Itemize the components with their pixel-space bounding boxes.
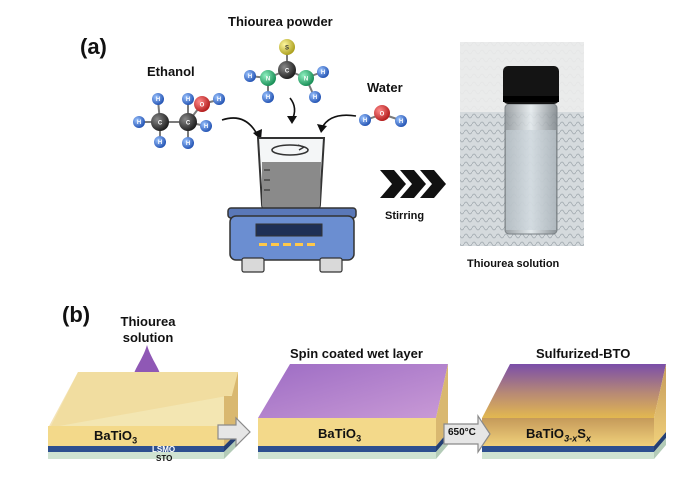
atom-letter-h: H	[158, 140, 162, 146]
hydrogen-atom	[317, 66, 329, 78]
substrate-wet	[258, 364, 448, 459]
beaker-illustration	[256, 137, 326, 211]
hydrogen-atom	[200, 120, 212, 132]
hydrogen-atom	[154, 136, 166, 148]
curved-arrow	[221, 117, 262, 140]
carbon-atom	[278, 61, 296, 79]
bto-main: BaTiO	[318, 426, 357, 441]
process-arrow-heat	[443, 414, 491, 454]
atom-letter-h: H	[363, 118, 367, 124]
thiourea-powder-label: Thiourea powder	[228, 14, 333, 29]
thiourea-solution-label: Thiourea solution	[467, 258, 560, 270]
temperature-label: 650°C	[448, 427, 476, 438]
atom-letter-o: O	[200, 103, 205, 109]
oxygen-atom	[374, 105, 390, 121]
atom-letter-c: C	[158, 121, 163, 127]
atom-letter-h: H	[248, 74, 252, 80]
atom-letter-h: H	[313, 95, 317, 101]
atom-letter-h: H	[321, 70, 325, 76]
panel-b-label: (b)	[62, 302, 91, 327]
sulfur-symbol: S	[577, 426, 586, 441]
hydrogen-atom	[152, 93, 164, 105]
curved-arrow	[317, 114, 357, 133]
water-molecule	[359, 105, 407, 127]
atom-letter-h: H	[266, 95, 270, 101]
hydrogen-atom	[395, 115, 407, 127]
drop-label-line1: Thiourea	[120, 314, 176, 329]
ethanol-molecule	[133, 93, 225, 149]
hydrogen-atom	[244, 70, 256, 82]
atom-letter-n: N	[304, 77, 308, 83]
panel-a-label: (a)	[80, 34, 107, 59]
ethanol-label: Ethanol	[147, 64, 195, 79]
bto-sub: 3	[356, 433, 362, 444]
hydrogen-atom	[359, 114, 371, 126]
bto-main: BaTiO	[526, 426, 565, 441]
vial-photo	[460, 42, 584, 246]
atom-letter-n: N	[266, 77, 270, 83]
water-label: Water	[367, 80, 403, 95]
atom-letter-o: O	[380, 112, 385, 118]
sulfurized-label: Sulfurized-BTO	[536, 346, 631, 361]
carbon-atom	[151, 113, 169, 131]
lsmo-label: LSMO	[152, 445, 176, 454]
carbon-atom	[179, 113, 197, 131]
atom-letter-h: H	[399, 119, 403, 125]
bto-sub: 3-x	[564, 433, 578, 444]
atom-letter-h: H	[204, 124, 208, 130]
hydrogen-atom	[309, 91, 321, 103]
bto-main: BaTiO	[94, 428, 133, 443]
spin-coated-label: Spin coated wet layer	[290, 346, 423, 361]
hotplate-stirrer	[227, 207, 357, 273]
atom-letter-h: H	[186, 97, 190, 103]
atom-letter-s: S	[285, 46, 289, 52]
hydrogen-atom	[182, 93, 194, 105]
chevron-arrows-icon	[380, 170, 446, 198]
nitrogen-atom	[298, 70, 314, 86]
atom-letters: C C O C S N N O H H H H H H H H H H H H …	[137, 46, 403, 148]
bto-label-sulfurized: BaTiO3-xSx	[526, 426, 591, 444]
bto-label: BaTiO3	[94, 428, 137, 446]
hydrogen-atom	[213, 93, 225, 105]
process-arrow	[217, 416, 251, 448]
sulfur-sub: x	[585, 433, 591, 444]
atom-letter-h: H	[217, 97, 221, 103]
hydrogen-atom	[262, 91, 274, 103]
sto-label: STO	[156, 454, 173, 463]
substrate-sulfurized	[482, 364, 666, 459]
hydrogen-atom	[133, 116, 145, 128]
bto-label-wet: BaTiO3	[318, 426, 361, 444]
substrate-bto	[48, 372, 238, 459]
atom-letter-c: C	[285, 69, 290, 75]
atom-letter-h: H	[186, 141, 190, 147]
nitrogen-atom	[260, 70, 276, 86]
thiourea-molecule	[244, 39, 329, 103]
oxygen-atom	[194, 96, 210, 112]
stirring-label: Stirring	[385, 210, 425, 222]
hydrogen-atom	[182, 137, 194, 149]
atom-letter-h: H	[137, 120, 141, 126]
curved-arrow	[287, 97, 297, 124]
drop-label: Thiourea solution	[112, 314, 184, 346]
drop-label-line2: solution	[122, 330, 174, 345]
sulfur-atom	[279, 39, 295, 55]
atom-letter-h: H	[156, 97, 160, 103]
atom-letter-c: C	[186, 121, 191, 127]
bto-sub: 3	[132, 435, 138, 446]
